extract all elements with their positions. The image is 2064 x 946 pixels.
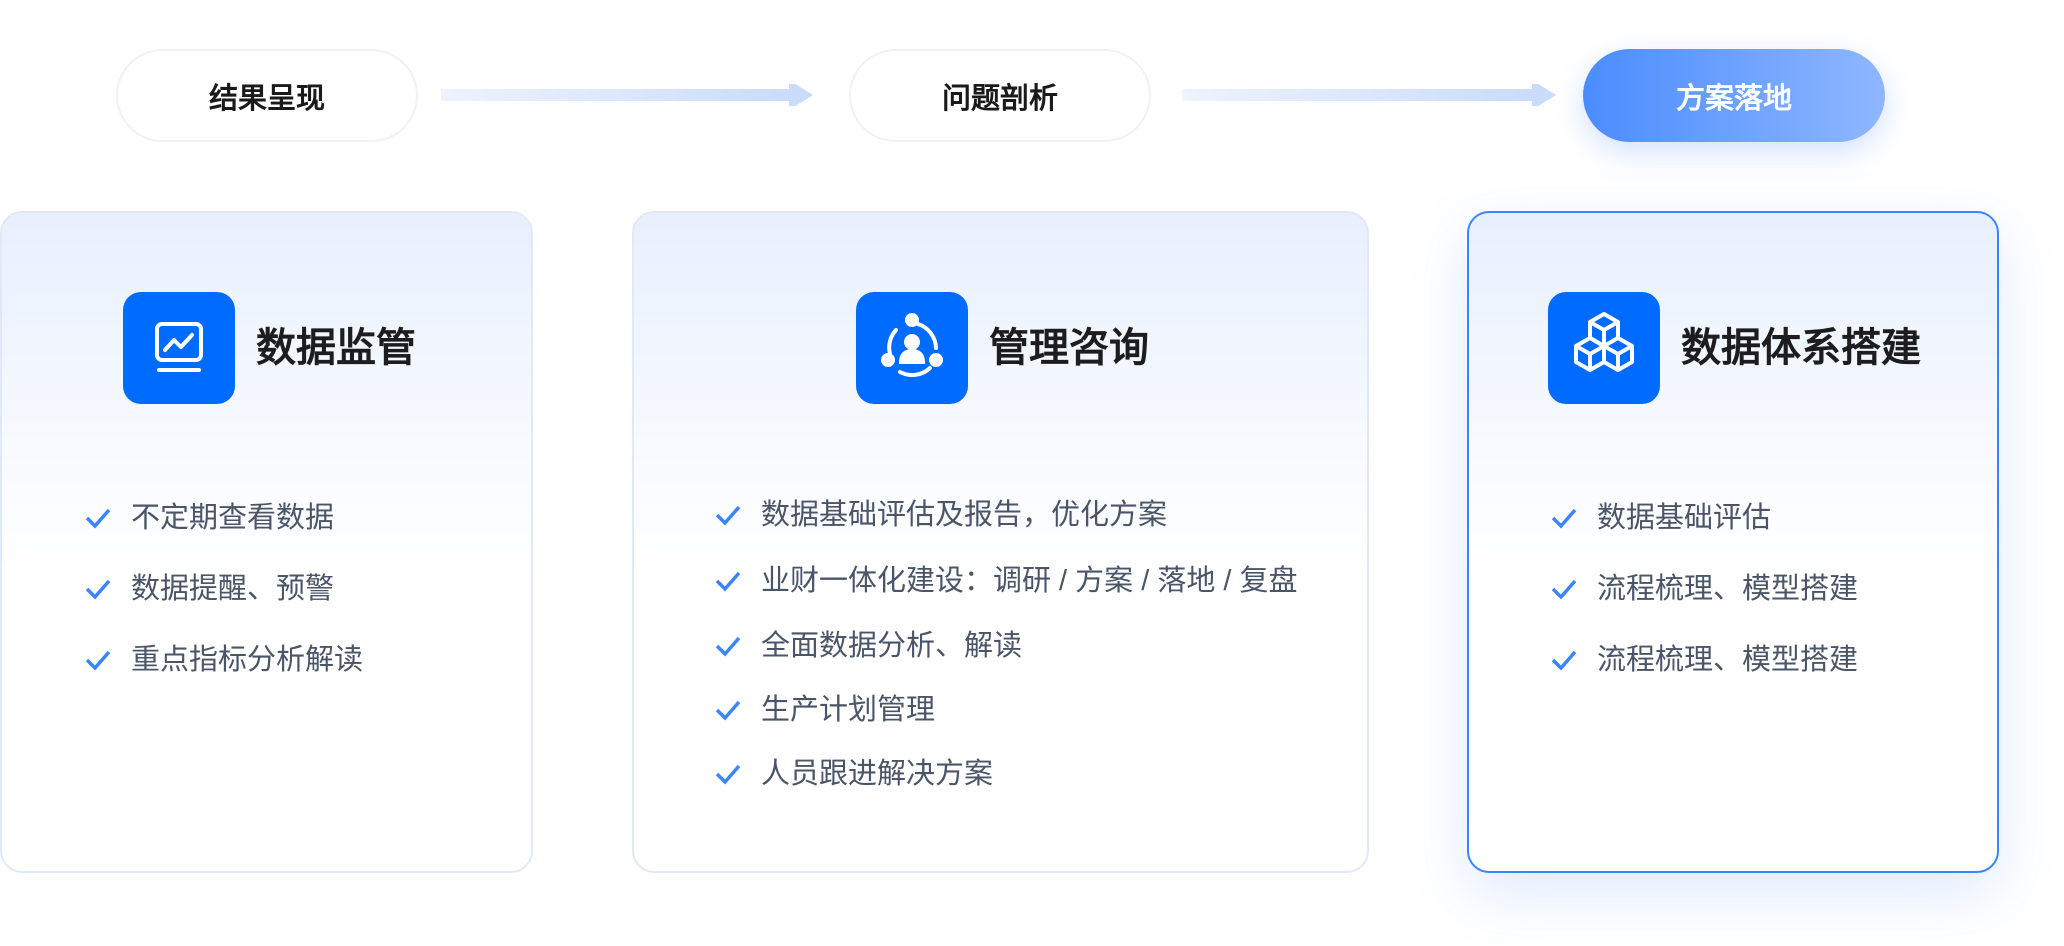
check-icon <box>85 579 111 600</box>
list-item: 数据基础评估 <box>1550 500 1771 536</box>
monitor-chart-icon <box>123 292 235 404</box>
list-item: 重点指标分析解读 <box>84 642 363 678</box>
check-icon <box>715 764 741 785</box>
check-icon <box>1551 579 1577 600</box>
step-solution-landing[interactable]: 方案落地 <box>1583 49 1885 142</box>
list-item: 流程梳理、模型搭建 <box>1550 642 1858 678</box>
list-item: 全面数据分析、解读 <box>714 628 1022 664</box>
step-label: 问题剖析 <box>941 82 1058 115</box>
check-icon <box>715 571 741 592</box>
step-label: 方案落地 <box>1675 82 1792 115</box>
card-data-monitoring: 数据监管 不定期查看数据 数据提醒、预警 重点指标分析解读 <box>0 211 533 873</box>
step-result-presentation[interactable]: 结果呈现 <box>116 49 418 142</box>
arrow-right-icon <box>441 84 813 106</box>
check-icon <box>715 505 741 526</box>
check-icon <box>85 508 111 529</box>
list-item: 生产计划管理 <box>714 692 935 728</box>
card-title: 数据监管 <box>256 326 416 370</box>
card-data-system-building: 数据体系搭建 数据基础评估 流程梳理、模型搭建 流程梳理、模型搭建 <box>1467 211 1999 873</box>
list-item: 数据提醒、预警 <box>84 571 334 607</box>
check-icon <box>715 700 741 721</box>
list-item: 人员跟进解决方案 <box>714 756 993 792</box>
list-item: 业财一体化建设：调研 / 方案 / 落地 / 复盘 <box>714 563 1298 599</box>
list-item: 不定期查看数据 <box>84 500 334 536</box>
cubes-icon <box>1548 292 1660 404</box>
check-icon <box>85 650 111 671</box>
check-icon <box>715 636 741 657</box>
arrow-right-icon <box>1182 84 1556 106</box>
check-icon <box>1551 650 1577 671</box>
step-problem-analysis[interactable]: 问题剖析 <box>849 49 1151 142</box>
step-label: 结果呈现 <box>208 82 325 115</box>
list-item: 流程梳理、模型搭建 <box>1550 571 1858 607</box>
card-management-consulting: 管理咨询 数据基础评估及报告，优化方案 业财一体化建设：调研 / 方案 / 落地… <box>632 211 1369 873</box>
card-title: 数据体系搭建 <box>1681 326 1921 370</box>
card-title: 管理咨询 <box>989 326 1149 370</box>
check-icon <box>1551 508 1577 529</box>
consulting-person-icon <box>856 292 968 404</box>
list-item: 数据基础评估及报告，优化方案 <box>714 497 1167 533</box>
